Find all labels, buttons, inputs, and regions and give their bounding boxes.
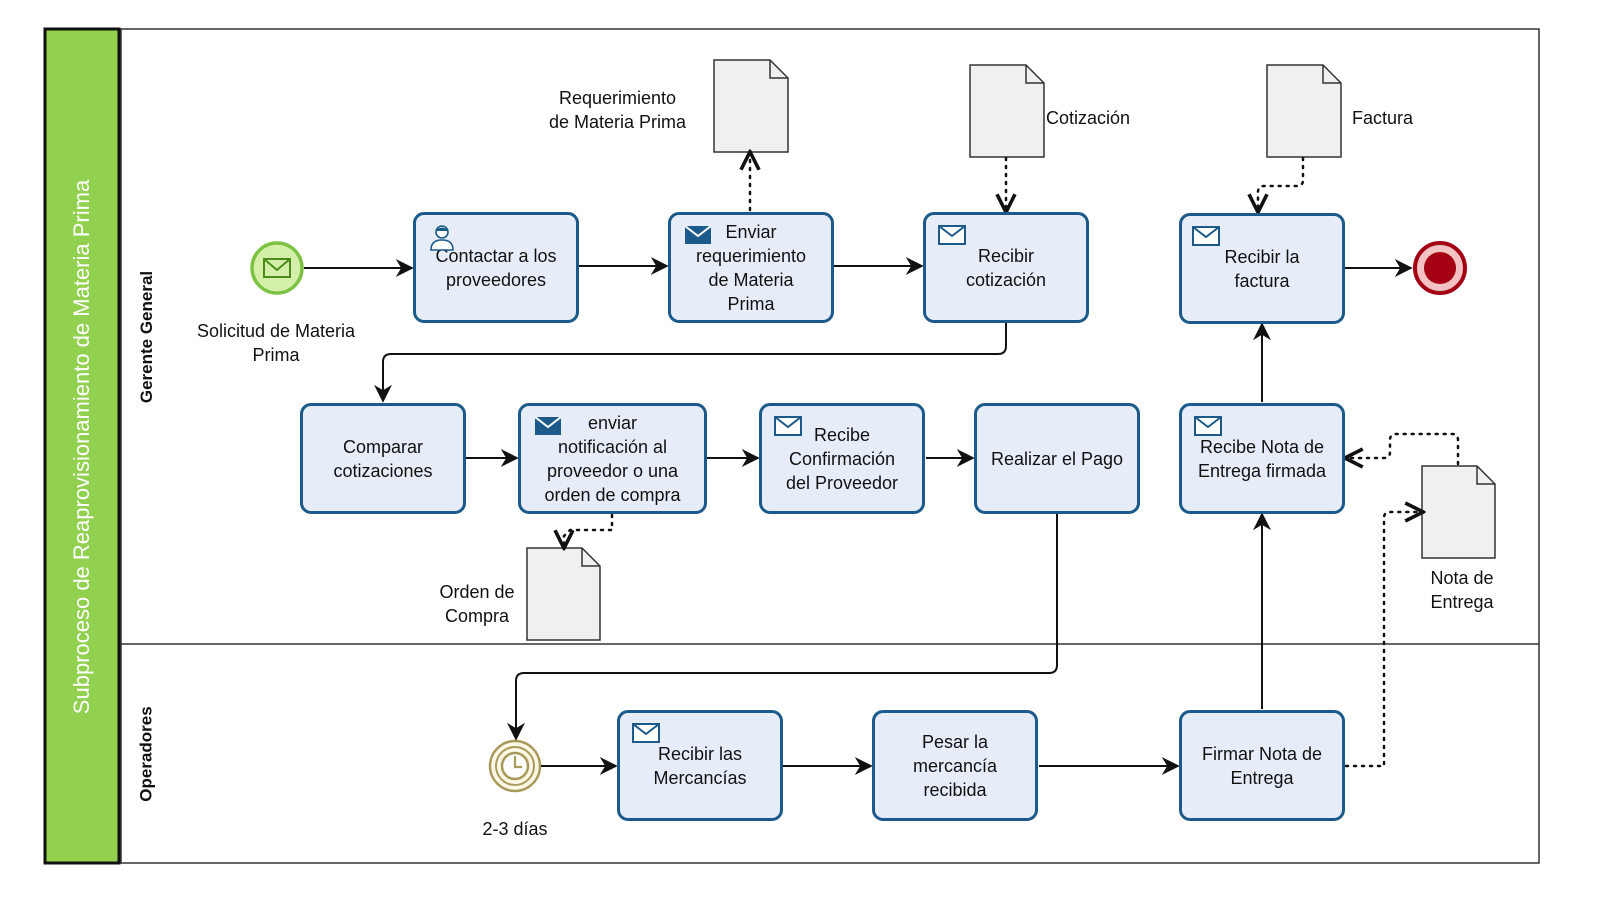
task-label: Recibe Confirmación del Proveedor [785, 424, 899, 493]
task-enviar-notificacion[interactable]: enviar notificación al proveedor o una o… [518, 403, 707, 514]
start-event-label: Solicitud de Materia Prima [196, 321, 356, 365]
envelope-icon [1192, 226, 1220, 246]
pool-border [120, 28, 1540, 864]
task-label: Contactar a los proveedores [435, 245, 557, 290]
task-recibir-factura[interactable]: Recibir la factura [1179, 213, 1345, 324]
document-factura [1266, 64, 1342, 158]
lane-title-operadores: Operadores [137, 706, 156, 802]
task-label: Recibir la factura [1224, 246, 1300, 291]
task-label: Enviar requerimiento de Materia Prima [695, 221, 807, 314]
lane-title-gerente: Gerente General [137, 270, 156, 404]
task-label: Recibe Nota de Entrega firmada [1197, 436, 1327, 481]
task-label: Realizar el Pago [990, 448, 1124, 469]
envelope-icon [1194, 416, 1222, 436]
association-flows [564, 154, 1460, 768]
task-label: Pesar la mercancía recibida [912, 731, 998, 800]
task-realizar-pago[interactable]: Realizar el Pago [974, 403, 1140, 514]
envelope-icon [938, 225, 966, 245]
envelope-icon [535, 417, 561, 435]
document-label-orden: Orden de Compra [439, 582, 515, 626]
document-nota [1421, 465, 1496, 559]
task-recibe-nota-entrega[interactable]: Recibe Nota de Entrega firmada [1179, 403, 1345, 514]
document-req [713, 59, 789, 153]
task-firmar-nota[interactable]: Firmar Nota de Entrega [1179, 710, 1345, 821]
start-event [250, 241, 304, 295]
end-event [1413, 241, 1467, 295]
document-label-nota: Nota de Entrega [1430, 568, 1494, 612]
task-recibir-mercancias[interactable]: Recibir las Mercancías [617, 710, 783, 821]
envelope-icon [685, 226, 711, 244]
document-label-requerimiento: Requerimiento de Materia Prima [548, 88, 687, 132]
task-pesar-mercancia[interactable]: Pesar la mercancía recibida [872, 710, 1038, 821]
document-cotizacion [969, 64, 1045, 158]
envelope-icon [632, 723, 660, 743]
envelope-icon [774, 416, 802, 436]
task-recibir-cotizacion[interactable]: Recibir cotización [923, 212, 1089, 323]
sequence-flows [304, 257, 1413, 775]
pool-title: Subproceso de Reaprovisionamiento de Mat… [69, 179, 94, 714]
task-label: Recibir las Mercancías [653, 743, 747, 788]
timer-event-label: 2-3 días [482, 819, 548, 839]
document-orden [526, 547, 601, 641]
pool-title-bar [43, 27, 121, 865]
task-label: enviar notificación al proveedor o una o… [544, 412, 681, 505]
task-enviar-requerimiento[interactable]: Enviar requerimiento de Materia Prima [668, 212, 834, 323]
task-recibe-confirmacion[interactable]: Recibe Confirmación del Proveedor [759, 403, 925, 514]
task-comparar-cotizaciones[interactable]: Comparar cotizaciones [300, 403, 466, 514]
document-label-cotizacion: Cotización [1046, 108, 1131, 128]
task-contactar-proveedores[interactable]: Contactar a los proveedores [413, 212, 579, 323]
task-label: Firmar Nota de Entrega [1201, 743, 1323, 788]
document-label-factura: Factura [1352, 108, 1414, 128]
task-label: Comparar cotizaciones [333, 436, 433, 481]
task-label: Recibir cotización [965, 245, 1047, 290]
user-icon [430, 225, 454, 251]
timer-event [488, 739, 542, 793]
